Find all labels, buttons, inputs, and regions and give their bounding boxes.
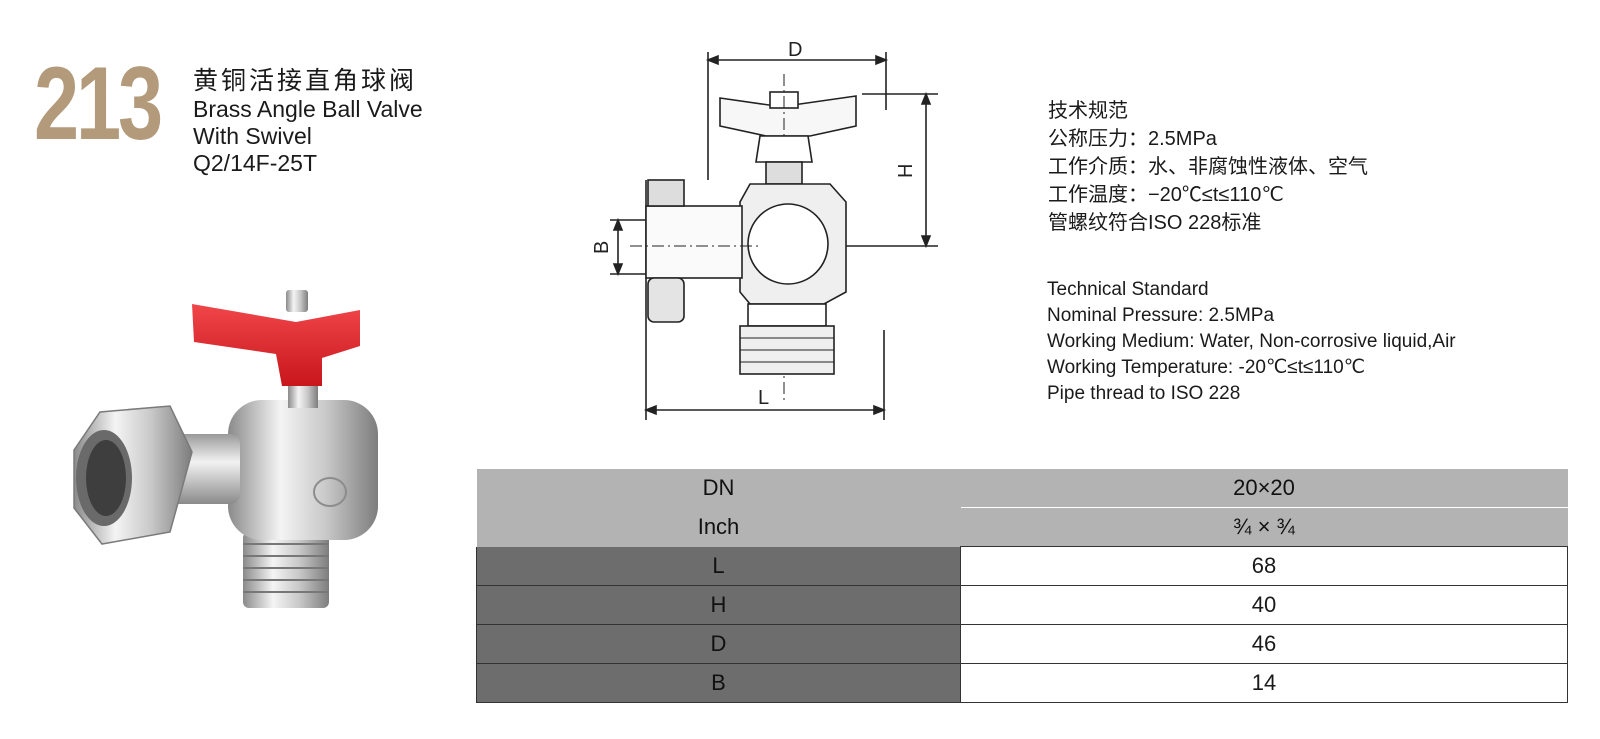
row-label-h: H: [476, 585, 961, 625]
label-d: D: [788, 39, 802, 61]
spec-cn-pressure: 公称压力：2.5MPa: [1048, 128, 1217, 150]
row-label-d: D: [476, 624, 961, 664]
title-english-line1: Brass Angle Ball Valve: [193, 96, 423, 122]
spec-cn-temperature: 工作温度：−20℃≤t≤110℃: [1048, 184, 1284, 206]
spec-en-thread: Pipe thread to ISO 228: [1047, 383, 1241, 404]
model-number: 213: [34, 46, 163, 162]
spec-cn-title: 技术规范: [1048, 100, 1128, 122]
table-row: B 14: [476, 663, 1568, 703]
label-h: H: [895, 164, 917, 178]
brand-logo: [313, 477, 347, 507]
row-value-inch: ¾ × ¾: [960, 507, 1568, 547]
title-english-line2: With Swivel: [193, 123, 312, 149]
row-value-b: 14: [960, 663, 1568, 703]
spec-en-title: Technical Standard: [1047, 279, 1209, 300]
row-label-b: B: [476, 663, 961, 703]
table-row: Inch ¾ × ¾: [476, 507, 1568, 547]
row-label-l: L: [476, 546, 961, 586]
label-b: B: [591, 241, 613, 254]
row-value-dn: 20×20: [960, 469, 1568, 508]
technical-drawing: D H B L: [591, 39, 938, 420]
spec-en-temperature: Working Temperature: -20℃≤t≤110℃: [1047, 357, 1366, 378]
row-label-inch: Inch: [476, 507, 961, 547]
row-value-h: 40: [960, 585, 1568, 625]
row-label-dn: DN: [476, 469, 961, 508]
table-row: D 46: [476, 624, 1568, 664]
title-block: 黄铜活接直角球阀 Brass Angle Ball Valve With Swi…: [193, 66, 423, 177]
label-l: L: [758, 387, 769, 409]
handle-screw: [286, 290, 308, 312]
spec-cn-medium: 工作介质：水、非腐蚀性液体、空气: [1048, 156, 1368, 178]
table-row: DN 20×20: [476, 469, 1568, 508]
product-photo: [73, 290, 378, 608]
spec-english: Technical Standard Nominal Pressure: 2.5…: [1047, 277, 1456, 407]
spec-chinese: 技术规范 公称压力：2.5MPa 工作介质：水、非腐蚀性液体、空气 工作温度：−…: [1048, 97, 1368, 237]
spec-en-pressure: Nominal Pressure: 2.5MPa: [1047, 305, 1275, 326]
dimension-table: DN 20×20 Inch ¾ × ¾ L 68 H 40 D 46 B 14: [476, 469, 1568, 703]
table-row: H 40: [476, 585, 1568, 625]
spec-en-medium: Working Medium: Water, Non-corrosive liq…: [1047, 331, 1456, 352]
title-chinese: 黄铜活接直角球阀: [193, 67, 418, 95]
table-row: L 68: [476, 546, 1568, 586]
model-code: Q2/14F-25T: [193, 150, 317, 176]
butterfly-handle: [192, 304, 360, 386]
row-value-l: 68: [960, 546, 1568, 586]
spec-cn-thread: 管螺纹符合ISO 228标准: [1048, 212, 1262, 234]
valve-body: [228, 400, 378, 540]
male-thread: [243, 532, 329, 608]
row-value-d: 46: [960, 624, 1568, 664]
